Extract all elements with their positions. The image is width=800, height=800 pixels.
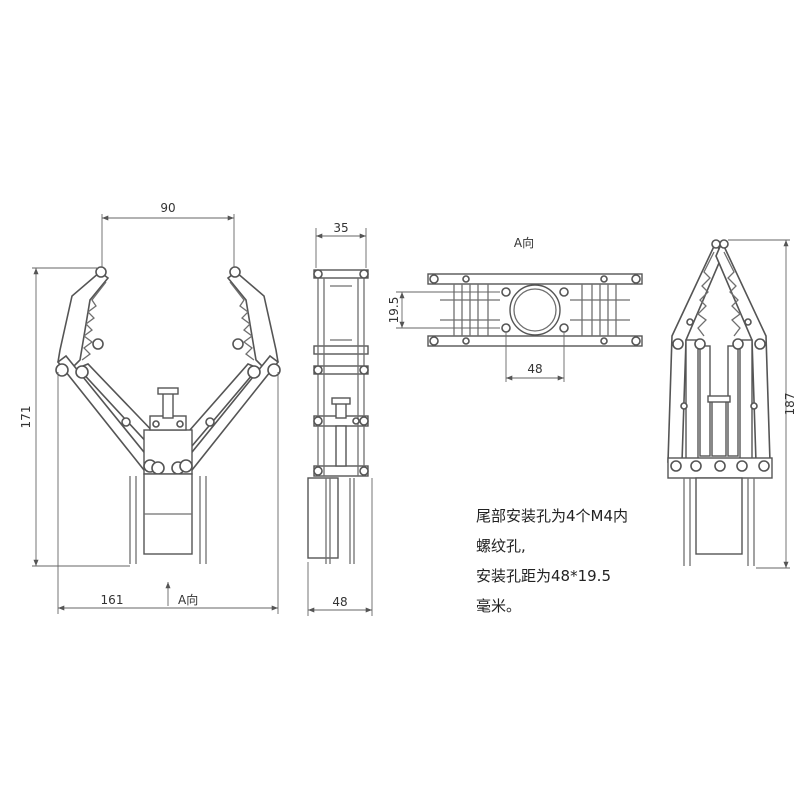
note-line-1: 尾部安装孔为4个M4内 [476,507,629,525]
top-view-title: A向 [514,235,534,250]
side-view: 35 48 [307,221,373,616]
side-width-top-dim: 35 [333,221,348,235]
front-direction-label: A向 [178,592,198,607]
top-hole-pitch-v-dim: 19.5 [387,297,401,324]
rear-height-dim: 187 [783,393,797,416]
rear-view: 187 [667,239,797,569]
front-view: 90 171 161 A向 [19,201,281,614]
top-center-ring [509,284,561,336]
front-width-bottom-dim: 161 [101,593,124,607]
side-width-bottom-dim: 48 [332,595,347,609]
front-width-top-dim: 90 [160,201,175,215]
front-pins [55,338,281,475]
note-line-4: 毫米。 [476,597,522,615]
side-motor [307,477,339,559]
top-view: A向 19.5 [387,235,643,382]
top-hole-pitch-h-dim: 48 [527,362,542,376]
note-line-3: 安装孔距为48*19.5 [476,567,611,585]
rear-motor [695,477,743,555]
left-jaw-serration [81,281,107,361]
mounting-note: 尾部安装孔为4个M4内 螺纹孔, 安装孔距为48*19.5 毫米。 [476,501,706,621]
left-upper-link [56,354,154,472]
right-jaw-serration [229,281,255,361]
note-line-2: 螺纹孔, [476,537,526,555]
front-height-dim: 171 [19,406,33,429]
right-upper-link [182,354,280,472]
